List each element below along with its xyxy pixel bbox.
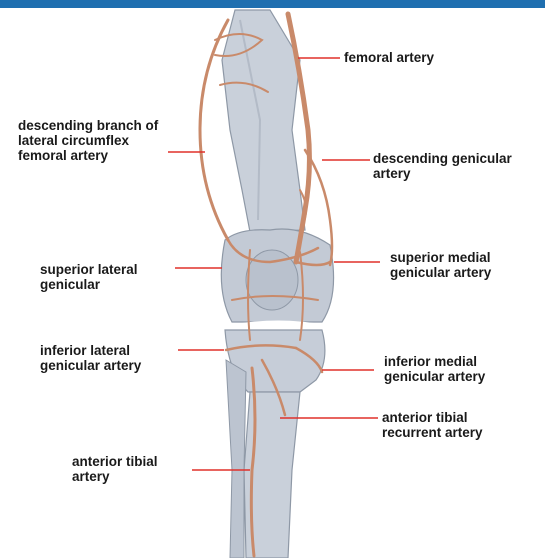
- label-descending-genicular: descending genicular artery: [373, 151, 512, 181]
- label-superior-lateral: superior lateral genicular: [40, 262, 138, 292]
- label-inferior-medial: inferior medial genicular artery: [384, 354, 485, 384]
- label-anterior-tibial: anterior tibial artery: [72, 454, 158, 484]
- fibula: [226, 360, 246, 558]
- label-anterior-tibial-recurrent: anterior tibial recurrent artery: [382, 410, 483, 440]
- label-descending-branch: descending branch of lateral circumflex …: [18, 118, 158, 163]
- label-femoral-artery: femoral artery: [344, 50, 434, 65]
- label-inferior-lateral: inferior lateral genicular artery: [40, 343, 141, 373]
- label-superior-medial: superior medial genicular artery: [390, 250, 491, 280]
